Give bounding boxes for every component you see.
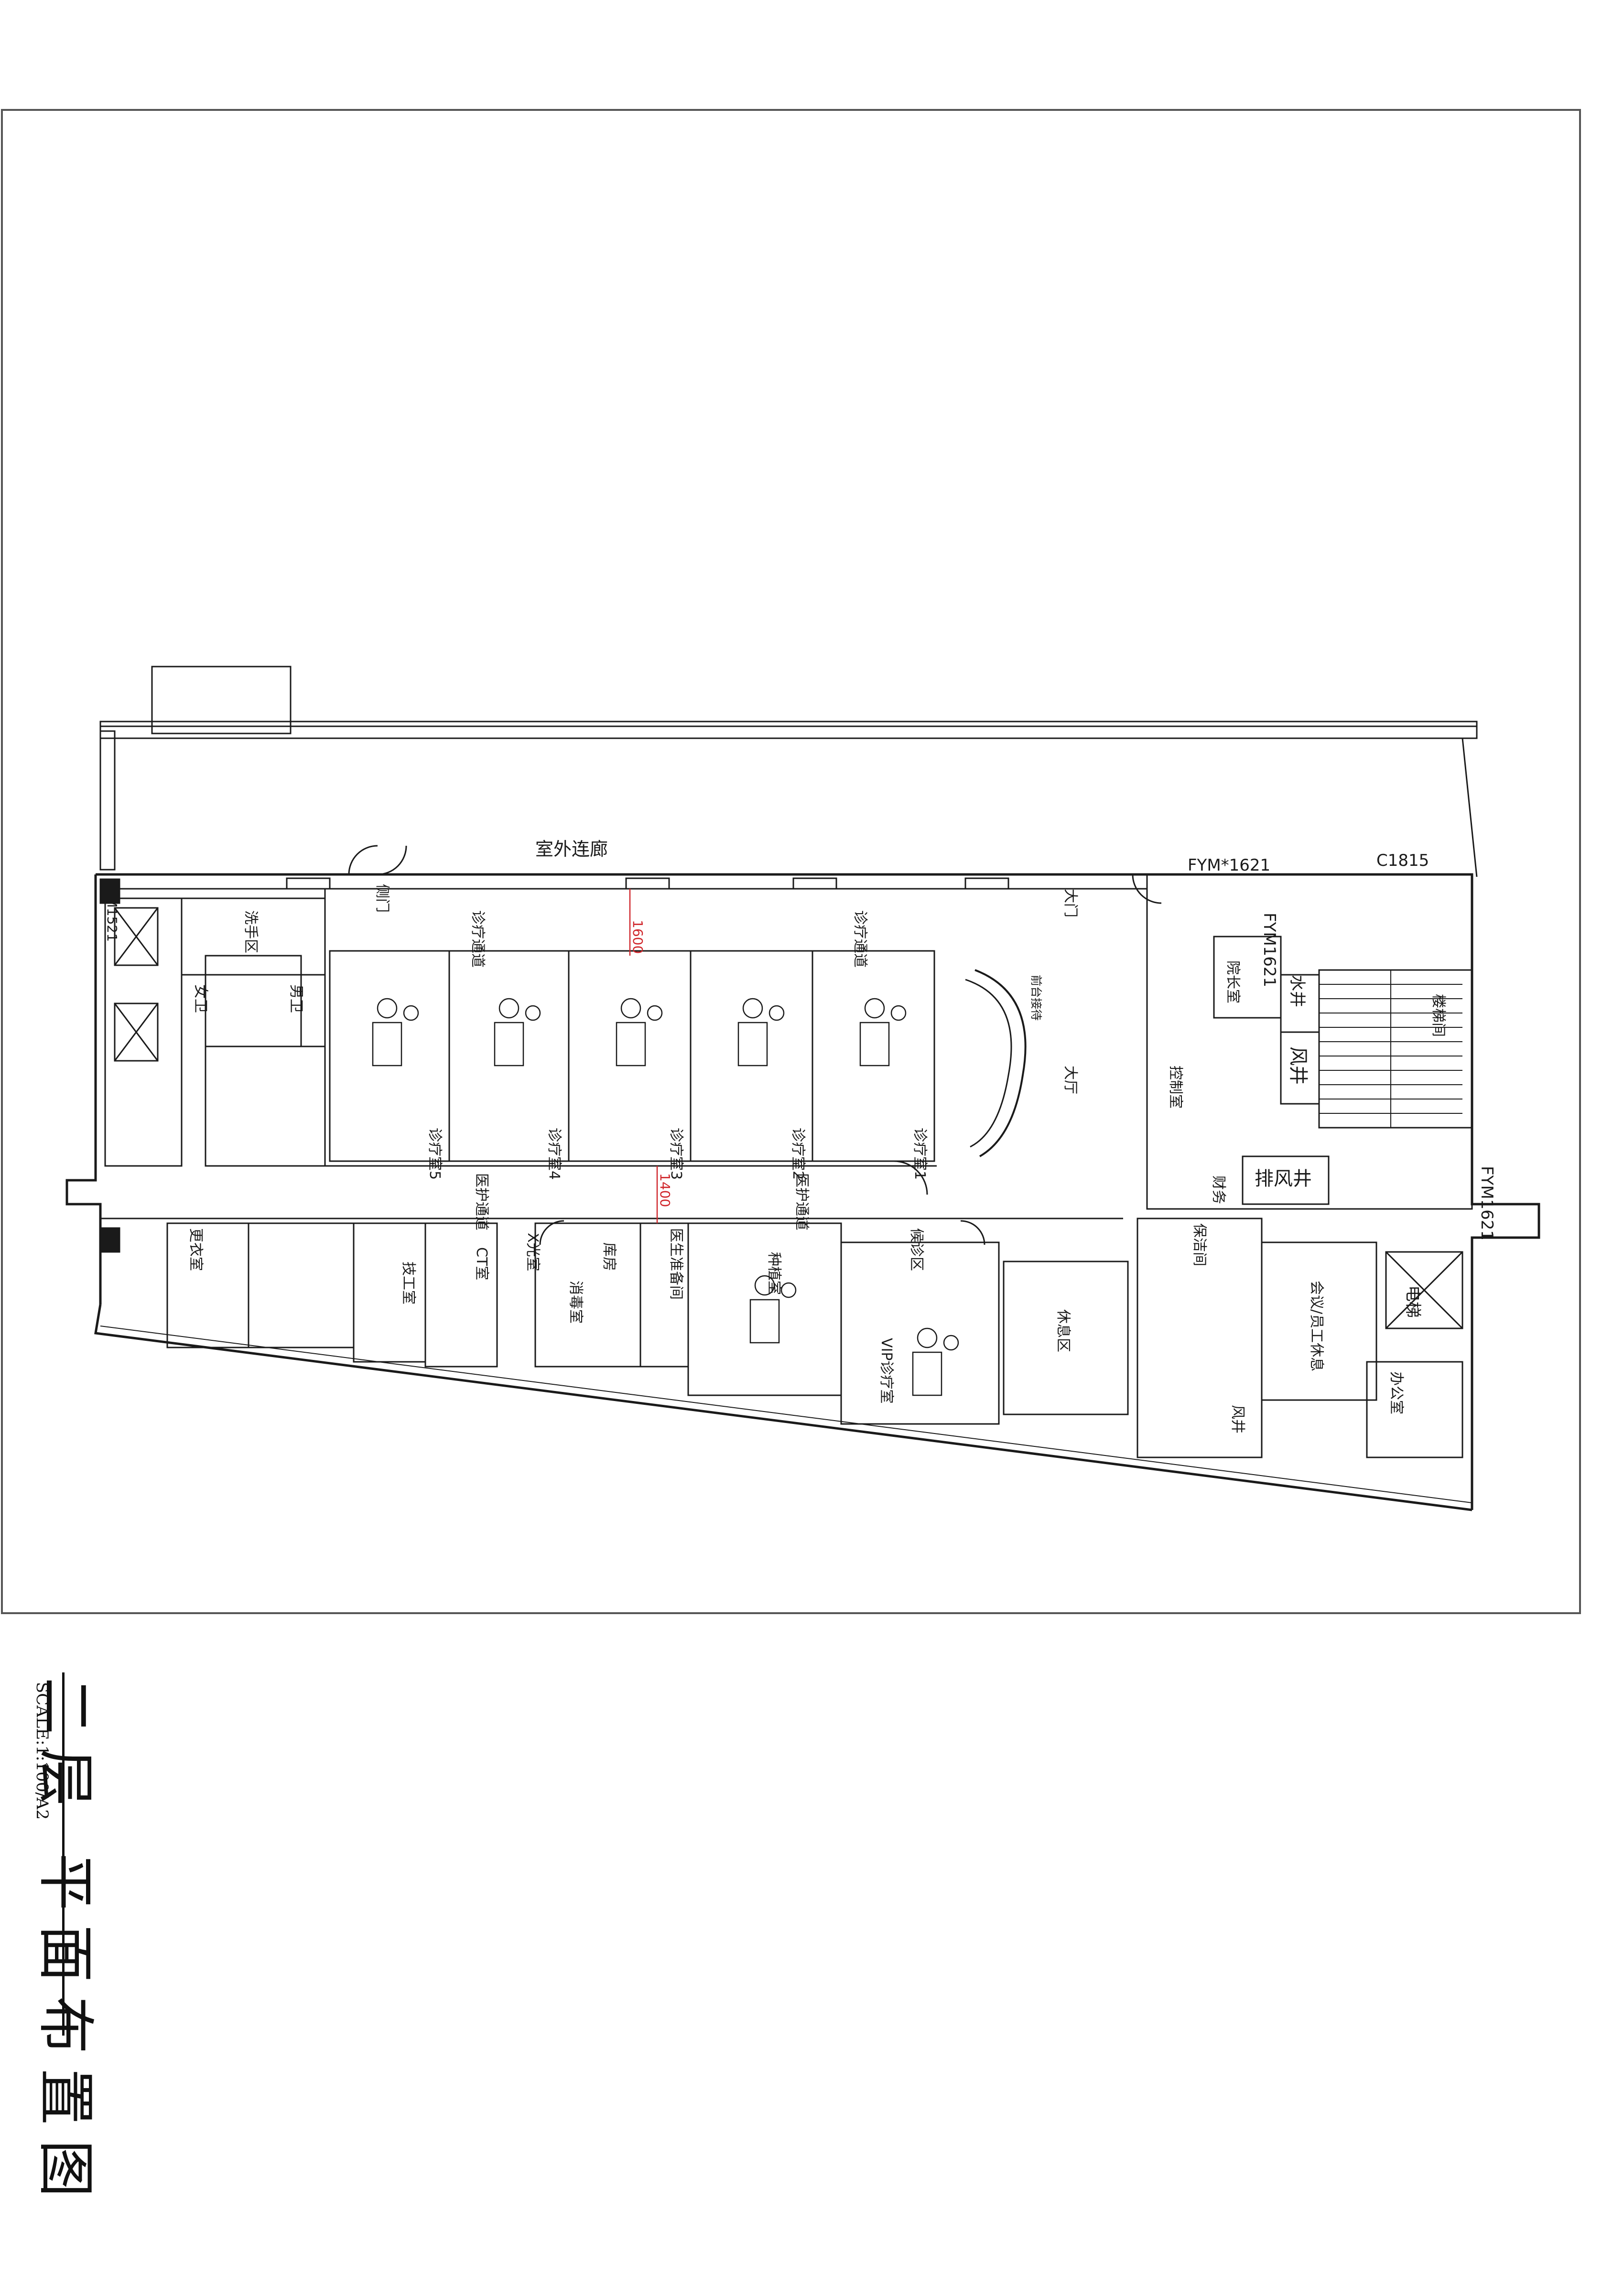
tag-fym-top: FYM*1621 [1188, 856, 1270, 875]
label-treatment-4: 诊疗室4 [546, 1128, 563, 1180]
label-treatment-5: 诊疗室5 [426, 1128, 443, 1180]
rest-area [1003, 1261, 1129, 1415]
label-dean-office: 院长室 [1224, 960, 1241, 1003]
label-xray: X光室 [524, 1233, 541, 1272]
label-air-shaft-2: 风井 [1229, 1405, 1246, 1434]
label-hand-wash: 洗手区 [242, 910, 259, 953]
label-stair-hall: 楼梯间 [1430, 994, 1447, 1037]
label-female-wc: 女卫 [192, 984, 209, 1013]
title-underline [62, 1672, 65, 2036]
dean-office [1213, 936, 1282, 1019]
implant-room [687, 1222, 842, 1396]
label-exhaust-shaft: 排风井 [1255, 1168, 1312, 1190]
tag-c1815: C1815 [1376, 851, 1429, 870]
ct-room [424, 1222, 498, 1368]
office-room [1366, 1361, 1463, 1458]
label-sterilization: 消毒室 [567, 1281, 584, 1324]
label-office: 办公室 [1388, 1371, 1405, 1414]
label-front-door: 大门 [1062, 889, 1079, 917]
tag-fym-right: FYM1621 [1477, 1166, 1496, 1240]
meeting-room [1261, 1241, 1377, 1401]
label-implant-room: 种植室 [766, 1252, 782, 1295]
label-air-shaft-1: 风井 [1287, 1046, 1309, 1085]
label-elevator: 电梯 [1403, 1285, 1422, 1318]
label-treatment-3: 诊疗室3 [668, 1128, 684, 1180]
label-lab: 技工室 [400, 1261, 417, 1304]
label-meeting-office: 会议/员工休息 [1308, 1281, 1325, 1371]
dim-upper-corridor: 1600 [630, 920, 646, 954]
label-side-door: 侧门 [374, 884, 390, 913]
sloped-wall [94, 1304, 1472, 1511]
drawing-frame [1, 109, 1581, 1614]
label-treatment-1: 诊疗室1 [911, 1128, 928, 1180]
label-storage: 库房 [601, 1242, 617, 1271]
tag-lm: LM1521 [104, 889, 120, 942]
label-outdoor-corridor: 室外连廊 [535, 839, 608, 860]
label-rest-area: 休息区 [1055, 1309, 1072, 1352]
label-vip-room: VIP诊疗室 [878, 1338, 895, 1403]
label-clinic-passage-2: 诊疗通道 [852, 910, 868, 968]
label-finance: 财务 [1210, 1175, 1227, 1204]
treatment-room-1 [812, 950, 935, 1162]
label-ct-room: CT室 [473, 1247, 490, 1280]
front-desk [974, 969, 1027, 1157]
label-water-well: 水井 [1288, 975, 1307, 1007]
changing-room [166, 1222, 249, 1348]
roof-canopy [151, 666, 292, 734]
label-male-wc: 男卫 [288, 984, 304, 1013]
label-treatment-2: 诊疗室2 [790, 1128, 806, 1180]
exhaust-shaft [1242, 1155, 1330, 1205]
label-cleaning: 保洁间 [1191, 1223, 1208, 1266]
label-control-room: 控制室 [1167, 1066, 1184, 1109]
drawing-scale: SCALE:1:100/A2 [32, 1682, 52, 1820]
dimension-lines [629, 889, 658, 1223]
stair-hall [1318, 969, 1473, 1129]
label-lobby: 大厅 [1062, 1066, 1079, 1094]
label-front-desk: 前台接待 [1029, 975, 1043, 1021]
label-nurse-passage-2: 医护通道 [793, 1173, 810, 1230]
label-changing: 更衣室 [187, 1228, 204, 1271]
tag-fym-side: FYM1621 [1260, 913, 1279, 987]
sterilization-room [534, 1222, 641, 1368]
vip-room [840, 1241, 1000, 1425]
dim-lower-corridor: 1400 [657, 1173, 673, 1207]
label-clinic-passage-1: 诊疗通道 [469, 910, 486, 968]
air-shaft-1 [1280, 1031, 1320, 1105]
label-nurse-passage-1: 医护通道 [473, 1173, 490, 1230]
label-preparation: 医生准备间 [668, 1228, 684, 1300]
elevator [1385, 1251, 1463, 1329]
label-waiting: 候诊区 [908, 1228, 925, 1271]
outdoor-railing [99, 721, 1478, 739]
